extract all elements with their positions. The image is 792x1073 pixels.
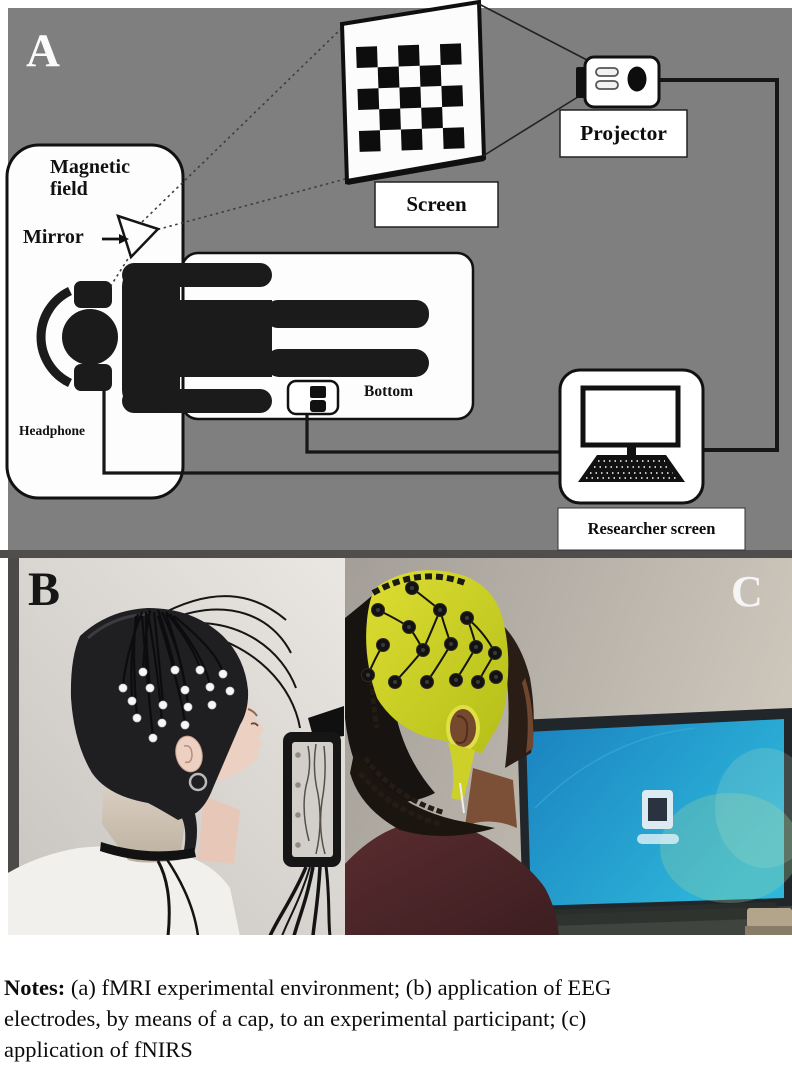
cable-bundle xyxy=(268,865,332,935)
screen-edge xyxy=(346,155,485,185)
screen-label-box xyxy=(374,181,499,228)
mirror-label: Mirror xyxy=(23,226,84,248)
participant-shirt xyxy=(345,822,559,935)
fmri-environment-diagram xyxy=(0,0,792,558)
cheek-sliver xyxy=(522,678,534,753)
cap-chin-strap xyxy=(180,810,197,854)
eeg-electrodes xyxy=(118,665,235,743)
researcher-screen-label: Researcher screen xyxy=(587,519,716,538)
choker-strand xyxy=(156,860,171,935)
stimulus-monitor xyxy=(517,708,792,918)
panel-a-label: A xyxy=(26,25,60,77)
projector-lens xyxy=(627,66,647,92)
projector-label-box xyxy=(559,109,688,158)
screen-label: Screen xyxy=(406,192,467,216)
eeg-amplifier xyxy=(268,706,344,935)
button-cable xyxy=(305,413,561,454)
earring xyxy=(188,772,208,792)
figure-notes: Notes: (a) fMRI experimental environment… xyxy=(4,972,612,1065)
projector-icon xyxy=(576,55,661,109)
sight-lines xyxy=(97,25,350,307)
researcher-label-box xyxy=(557,507,746,551)
participant-silhouette xyxy=(36,263,429,413)
strap-cord xyxy=(459,782,465,814)
braid-over-cap xyxy=(371,573,467,596)
projector-label: Projector xyxy=(580,121,667,145)
neck xyxy=(465,768,517,828)
panel-c-label: C xyxy=(731,567,763,616)
desk-edge xyxy=(745,926,792,935)
eyebrow xyxy=(247,708,258,717)
cap-strap xyxy=(448,743,475,801)
response-button-icon xyxy=(286,379,340,416)
photo-edge xyxy=(8,558,19,935)
eye xyxy=(250,722,259,727)
fnirs-cap-photo xyxy=(345,558,792,935)
cap-wires xyxy=(121,609,225,737)
headphone-label: Headphone xyxy=(19,423,86,438)
monitor-icon xyxy=(580,385,681,448)
cables xyxy=(102,78,779,475)
optode-centers xyxy=(366,586,498,684)
panel-divider xyxy=(0,550,792,558)
headphone-cup-top xyxy=(74,281,112,308)
neck xyxy=(198,796,240,864)
checkerboard-icon xyxy=(356,43,465,152)
researcher-computer-icon xyxy=(558,368,705,505)
headphone-cup-bottom xyxy=(74,364,112,391)
mirror-arrow-icon xyxy=(102,234,129,244)
panel-b-label: B xyxy=(28,563,61,616)
ear-detail xyxy=(455,715,469,744)
notes-prefix: Notes: xyxy=(4,975,66,1000)
eeg-cap-photo xyxy=(8,558,345,935)
projector-cable xyxy=(659,78,779,452)
participant-head xyxy=(62,309,118,365)
eeg-cap xyxy=(70,608,249,820)
magnetic-field-label: Magnetic field xyxy=(50,156,130,200)
bottom-label: Bottom xyxy=(364,383,414,400)
desk-keyboard xyxy=(747,908,792,928)
headphone-cable xyxy=(102,390,561,475)
login-name-pill xyxy=(637,834,679,844)
headphone-band-icon xyxy=(36,286,73,388)
projection-lines xyxy=(478,3,588,157)
choker xyxy=(100,842,196,861)
choker-strand xyxy=(164,857,200,935)
ear xyxy=(175,735,203,773)
notes-body: (a) fMRI experimental environment; (b) a… xyxy=(4,975,612,1062)
mirror-icon xyxy=(116,214,161,260)
participant-shirt xyxy=(8,846,240,935)
braids-back xyxy=(350,748,495,837)
ear-detail xyxy=(183,744,193,764)
keyboard-icon xyxy=(578,455,685,482)
